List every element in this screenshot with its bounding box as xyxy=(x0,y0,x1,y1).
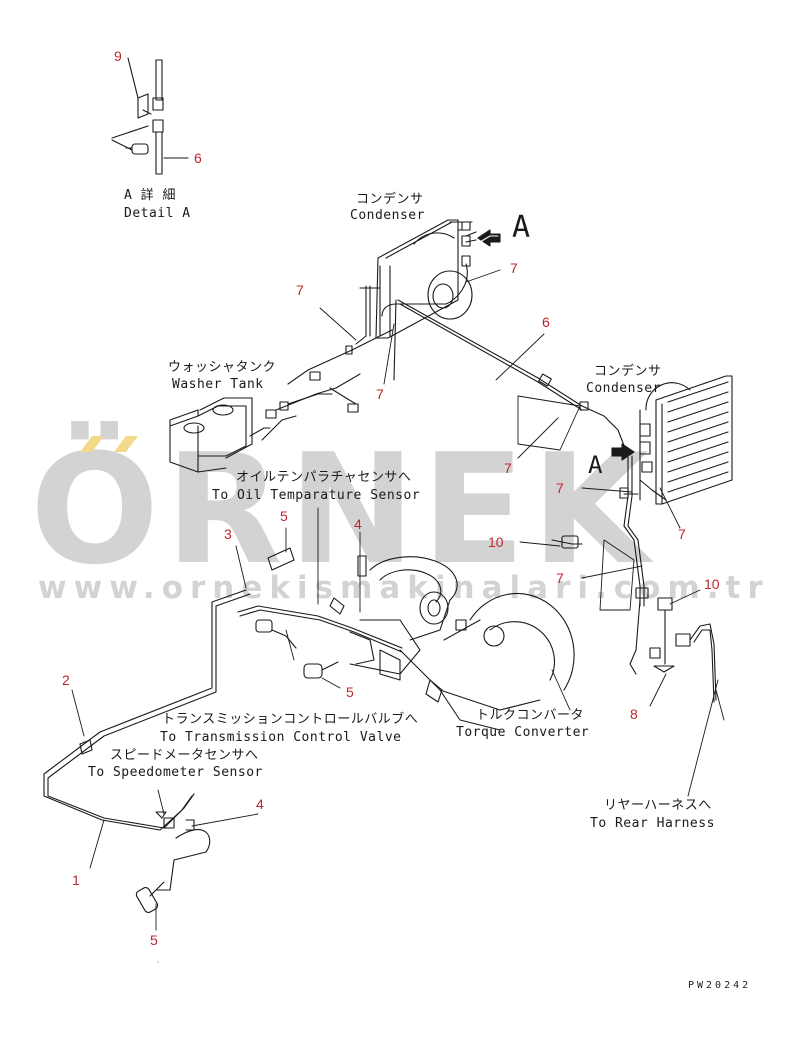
washer-tank-label-en: Washer Tank xyxy=(172,377,264,392)
callout-2: 2 xyxy=(62,672,70,688)
callout-7-note: 7 xyxy=(504,460,512,476)
harness-right-art xyxy=(551,455,717,703)
condenser-1-label-en: Condenser xyxy=(350,208,425,223)
callout-7-condenser-2: 7 xyxy=(678,526,686,542)
direction-arrows xyxy=(477,229,635,461)
drawing-code: PW20242 xyxy=(688,980,752,991)
detail-label-ja: A 詳 細 xyxy=(124,188,176,203)
callout-5-bottom: 5 xyxy=(150,932,158,948)
callout-1: 1 xyxy=(72,872,80,888)
callout-4-lower: 4 xyxy=(256,796,264,812)
harness-upper-art xyxy=(287,263,629,457)
callout-10-right: 10 xyxy=(704,576,720,592)
callout-8: 8 xyxy=(630,706,638,722)
oil-sensor-label-en: To Oil Temparature Sensor xyxy=(212,488,421,503)
watermark-brand: ÖRNEK xyxy=(30,421,656,598)
torque-converter-label-ja: トルクコンバータ xyxy=(476,708,585,723)
callout-7-bracket: 7 xyxy=(556,480,564,496)
speedometer-label-en: To Speedometer Sensor xyxy=(88,765,263,780)
callout-4-center: 4 xyxy=(354,516,362,532)
detail-a-art xyxy=(111,57,189,175)
condenser-1-label-ja: コンデンサ xyxy=(356,192,424,207)
callout-9: 9 xyxy=(114,48,122,64)
speedometer-label-ja: スピードメータセンサへ xyxy=(110,748,259,763)
callout-6-detail: 6 xyxy=(194,150,202,166)
callout-5-top: 5 xyxy=(280,508,288,524)
note-flags xyxy=(517,395,635,611)
callout-3: 3 xyxy=(224,526,232,542)
condenser-2-label-en: Condenser xyxy=(586,381,661,396)
callout-10-bolt: 10 xyxy=(488,534,504,550)
callout-6-harness: 6 xyxy=(542,314,550,330)
detail-label-en: Detail A xyxy=(124,206,191,221)
callout-5-center: 5 xyxy=(346,684,354,700)
callout-7-condenser-top: 7 xyxy=(510,260,518,276)
washer-tank-label-ja: ウォッシャタンク xyxy=(168,360,277,375)
watermark-accent xyxy=(80,436,138,452)
harness-left-art xyxy=(43,589,251,913)
condenser-2-label-ja: コンデンサ xyxy=(594,364,662,379)
washer-tank-art xyxy=(169,371,361,473)
condenser-1-art xyxy=(375,219,477,339)
view-arrow-a-upper: A xyxy=(512,210,531,245)
callout-7-lower: 7 xyxy=(556,570,564,586)
rear-harness-label-en: To Rear Harness xyxy=(590,816,715,831)
oil-sensor-label-ja: オイルテンパラチャセンサへ xyxy=(236,470,412,485)
rear-harness-label-ja: リヤーハーネスへ xyxy=(604,798,712,813)
leader-lines xyxy=(71,269,725,963)
torque-converter-label-en: Torque Converter xyxy=(456,725,590,740)
transmission-art xyxy=(237,547,575,731)
callout-7-left-clip: 7 xyxy=(296,282,304,298)
condenser-2-art xyxy=(639,375,733,505)
transmission-label-ja: トランスミッションコントロールバルブへ xyxy=(162,712,419,727)
callout-7-washer: 7 xyxy=(376,386,384,402)
transmission-label-en: To Transmission Control Valve xyxy=(160,730,402,745)
view-arrow-a-lower: A xyxy=(588,451,603,479)
